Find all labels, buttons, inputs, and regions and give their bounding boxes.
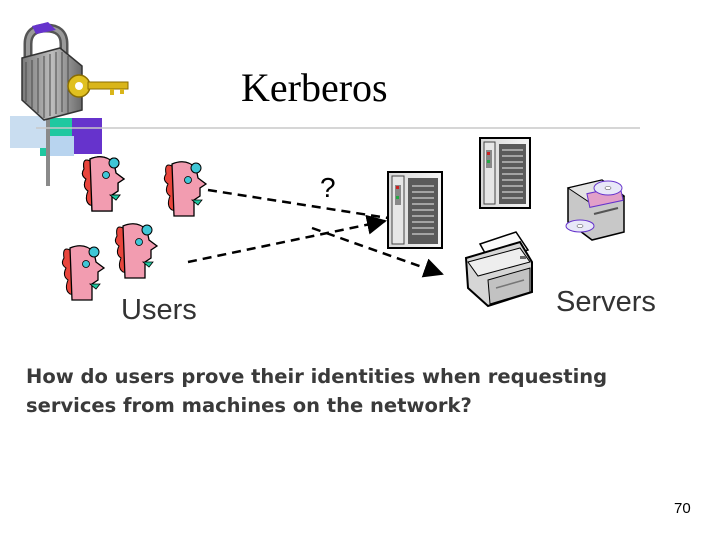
request-arrow-lower — [187, 214, 387, 264]
body-text: How do users prove their identities when… — [26, 365, 608, 417]
user-icon — [114, 223, 159, 279]
slide-title: Kerberos — [241, 65, 388, 110]
cd-drive-icon — [565, 179, 626, 241]
server-icon — [387, 171, 443, 249]
corner-decoration — [10, 116, 640, 186]
user-icon — [81, 156, 126, 212]
printer-icon — [464, 231, 533, 308]
request-arrow-printer — [311, 226, 444, 278]
users-label: Users — [121, 294, 197, 326]
servers-label: Servers — [556, 286, 656, 318]
request-arrow-upper — [207, 188, 389, 220]
padlock-icon — [21, 22, 129, 121]
question-mark: ? — [320, 172, 336, 203]
user-icon — [61, 245, 106, 301]
server-icon — [479, 137, 531, 209]
user-icon — [163, 161, 208, 217]
page-number: 70 — [674, 500, 691, 517]
